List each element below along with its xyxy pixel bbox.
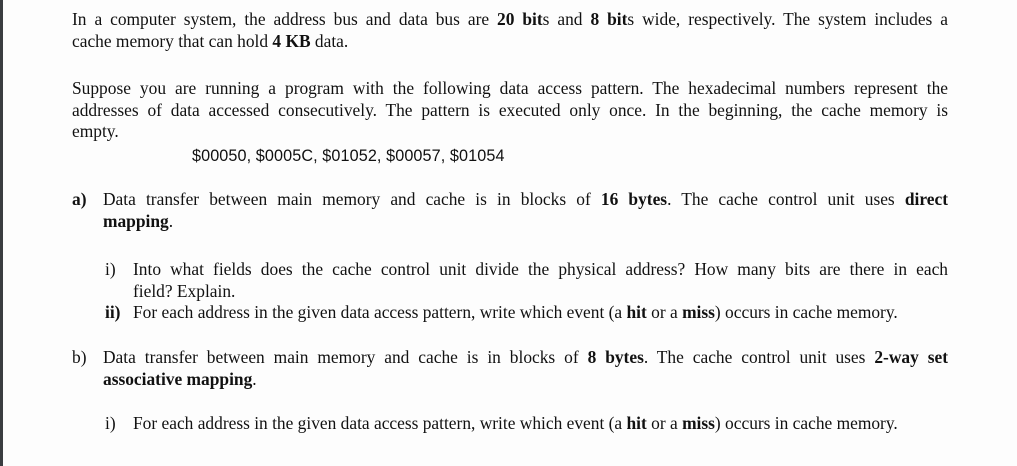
hit-term: hit	[626, 302, 647, 322]
miss-term: miss	[682, 302, 715, 322]
part-b-text: Data transfer between main memory and ca…	[103, 347, 588, 367]
pattern-line-1: Suppose you are running a program with t…	[72, 78, 948, 98]
part-a: a) Data transfer between main memory and…	[72, 189, 948, 233]
question-text: or a	[646, 302, 683, 322]
intro-paragraph: In a computer system, the address bus an…	[72, 9, 948, 52]
part-a-line-2: mapping.	[103, 211, 948, 233]
part-a-ii-text: For each address in the given data acces…	[133, 302, 948, 324]
part-a-i-line-2: field? Explain.	[133, 280, 236, 301]
part-a-text: Data transfer between main memory and ca…	[103, 189, 601, 209]
intro-line-2: cache memory that can hold 4 KB data.	[72, 31, 948, 53]
part-a-ii-marker: ii)	[105, 302, 121, 322]
part-a-text: . The cache control unit uses	[667, 189, 905, 209]
intro-text: In a computer system, the address bus an…	[72, 9, 498, 29]
part-b-i-line-1: For each address in the given data acces…	[133, 413, 948, 435]
intro-text: data.	[310, 30, 349, 51]
address-pattern: $00050, $0005C, $01052, $00057, $01054	[192, 147, 505, 165]
part-b-marker: b)	[72, 347, 87, 367]
miss-term: miss	[682, 413, 715, 433]
part-b: b) Data transfer between main memory and…	[72, 347, 948, 391]
block-size: 16 bytes	[600, 189, 668, 209]
part-b-line-2: associative mapping.	[103, 369, 948, 391]
question-text: For each address in the given data acces…	[133, 302, 627, 322]
part-b-i-text: For each address in the given data acces…	[133, 413, 948, 435]
mapping-type: direct	[904, 189, 948, 209]
mapping-type: mapping	[103, 210, 169, 231]
mapping-type: 2-way set	[874, 347, 948, 367]
hit-term: hit	[626, 413, 647, 433]
part-b-text: .	[252, 368, 257, 389]
part-a-ii: ii) For each address in the given data a…	[105, 302, 948, 324]
question-text: ) occurs in cache memory.	[714, 413, 898, 433]
intro-text: cache memory that can hold	[72, 30, 273, 51]
question-text: or a	[646, 413, 683, 433]
question-text: For each address in the given data acces…	[133, 413, 627, 433]
question-text: ) occurs in cache memory.	[714, 302, 898, 322]
intro-line-1: In a computer system, the address bus an…	[72, 9, 948, 31]
cache-size: 4 KB	[272, 30, 311, 51]
part-a-i: i) Into what fields does the cache contr…	[105, 259, 948, 303]
part-b-line-1: Data transfer between main memory and ca…	[103, 347, 948, 369]
part-b-text: Data transfer between main memory and ca…	[103, 347, 948, 390]
intro-text: s wide, respectively. The system include…	[627, 9, 948, 29]
part-a-marker: a)	[72, 189, 87, 209]
address-bus-width: 20 bit	[497, 9, 543, 29]
part-a-i-text: Into what fields does the cache control …	[133, 259, 948, 302]
window-edge	[0, 0, 3, 466]
part-b-i: i) For each address in the given data ac…	[105, 413, 948, 435]
pattern-paragraph: Suppose you are running a program with t…	[72, 78, 948, 143]
intro-text: s and	[542, 9, 591, 29]
part-b-i-marker: i)	[105, 413, 116, 433]
part-a-ii-line-1: For each address in the given data acces…	[133, 302, 948, 324]
pattern-line-2: addresses of data accessed consecutively…	[72, 99, 948, 120]
part-a-i-marker: i)	[105, 259, 116, 279]
part-a-i-line-1: Into what fields does the cache control …	[133, 259, 948, 279]
part-b-text: . The cache control unit uses	[643, 347, 875, 367]
part-a-text: Data transfer between main memory and ca…	[103, 189, 948, 232]
part-a-text: .	[168, 210, 174, 231]
block-size: 8 bytes	[587, 347, 644, 367]
data-bus-width: 8 bit	[590, 9, 628, 29]
pattern-line-3: empty.	[72, 121, 119, 141]
part-a-line-1: Data transfer between main memory and ca…	[103, 189, 948, 211]
mapping-type: associative mapping	[103, 368, 253, 389]
